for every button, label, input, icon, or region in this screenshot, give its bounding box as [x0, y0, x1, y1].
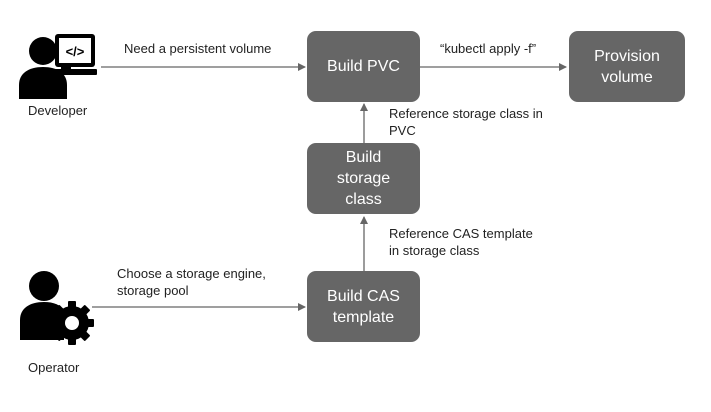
edge-label-cas-to-storage-class: Reference CAS template in storage class [389, 226, 533, 258]
operator-label: Operator [28, 360, 80, 375]
build-pvc-box: Build PVC [307, 31, 420, 102]
build-cas-template-box: Build CAS template [307, 271, 420, 342]
edge-label-operator-to-cas: Choose a storage engine, storage pool [117, 266, 266, 298]
provision-volume-box: Provision volume [569, 31, 685, 102]
developer-code-icon: </> [19, 34, 97, 99]
operator-gear-icon [20, 271, 94, 345]
edge-label-pvc-to-provision: “kubectl apply -f” [440, 41, 537, 56]
developer-label: Developer [28, 103, 88, 118]
edge-label-developer-to-pvc: Need a persistent volume [124, 41, 272, 56]
svg-text:</>: </> [66, 44, 85, 59]
build-storage-class-box: Build storage class [307, 143, 420, 214]
edge-label-storage-class-to-pvc: Reference storage class in PVC [389, 106, 543, 138]
